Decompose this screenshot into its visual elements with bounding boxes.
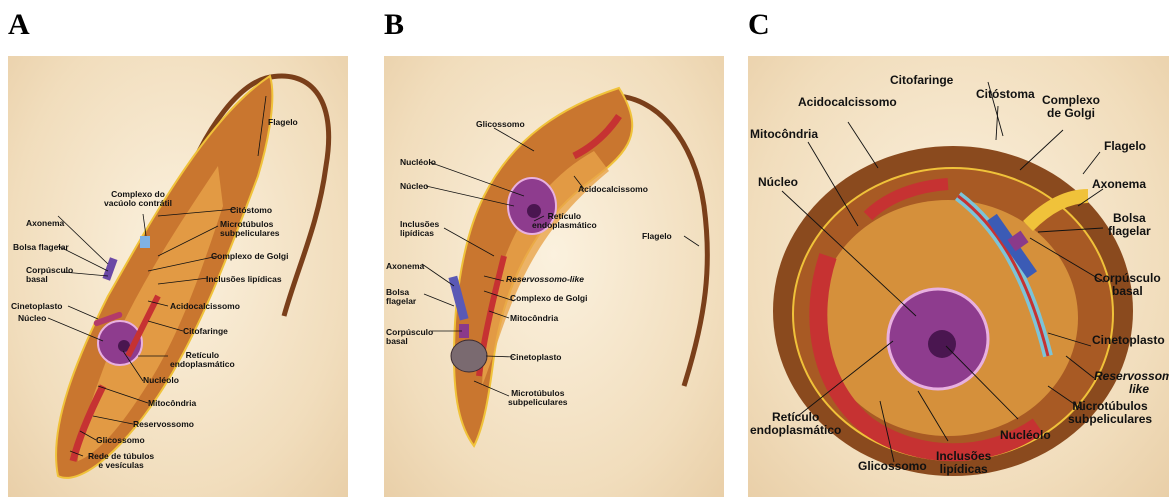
label-microtubulos-c: Microtúbulos subpeliculares bbox=[1068, 400, 1152, 425]
label-nucleo-b: Núcleo bbox=[400, 182, 428, 191]
label-inclusoes-lipidicas-b: Inclusões lipídicas bbox=[400, 220, 439, 238]
label-inclusoes-lipidicas-c: Inclusões lipídicas bbox=[936, 450, 991, 475]
label-axonema-c: Axonema bbox=[1092, 178, 1146, 191]
label-inclusoes-lipidicas: Inclusões lipídicas bbox=[206, 275, 282, 284]
label-citofaringe: Citofaringe bbox=[183, 327, 228, 336]
panel-c-amastigote: Citofaringe Citóstoma Complexo de Golgi … bbox=[748, 56, 1169, 497]
label-nucleo-c: Núcleo bbox=[758, 176, 798, 189]
label-reticulo-b: Retículo endoplasmático bbox=[532, 212, 597, 230]
label-axonema-b: Axonema bbox=[386, 262, 424, 271]
label-bolsa-flagelar-c: Bolsa flagelar bbox=[1108, 212, 1151, 237]
label-rede-tubulos: Rede de túbulos e vesículas bbox=[88, 452, 154, 470]
label-reticulo: Retículo endoplasmático bbox=[170, 351, 235, 369]
label-bolsa-flagelar: Bolsa flagelar bbox=[13, 243, 69, 252]
panel-b-trypomastigote: Glicossomo Nucléolo Núcleo Acidocalcisso… bbox=[384, 56, 724, 497]
label-corpusculo-basal-b: Corpúsculo basal bbox=[386, 328, 433, 346]
label-nucleolo-b: Nucléolo bbox=[400, 158, 436, 167]
label-acidocalcissomo-b: Acidocalcissomo bbox=[578, 185, 648, 194]
label-flagelo-c: Flagelo bbox=[1104, 140, 1146, 153]
label-citostomo: Citóstomo bbox=[230, 206, 272, 215]
label-flagelo-b: Flagelo bbox=[642, 232, 672, 241]
panel-letter-c: C bbox=[748, 8, 770, 42]
label-reservossomo: Reservossomo bbox=[133, 420, 194, 429]
label-mitocondria: Mitocôndria bbox=[148, 399, 196, 408]
label-cinetoplasto-c: Cinetoplasto bbox=[1092, 334, 1165, 347]
label-corpusculo-basal-c: Corpúsculo basal bbox=[1094, 272, 1161, 297]
label-flagelo: Flagelo bbox=[268, 118, 298, 127]
label-glicossomo: Glicossomo bbox=[96, 436, 145, 445]
label-complexo-vacuolo: Complexo do vacúolo contrátil bbox=[104, 190, 172, 208]
label-cinetoplasto: Cinetoplasto bbox=[11, 302, 62, 311]
label-citostoma-c: Citóstoma bbox=[976, 88, 1035, 101]
label-microtubulos-b: Microtúbulos subpeliculares bbox=[508, 389, 568, 407]
label-mitocondria-b: Mitocôndria bbox=[510, 314, 558, 323]
label-reservossomo-like-b: Reservossomo-like bbox=[506, 275, 584, 284]
label-nucleo: Núcleo bbox=[18, 314, 46, 323]
label-citofaringe-c: Citofaringe bbox=[890, 74, 953, 87]
label-microtubulos: Microtúbulos subpeliculares bbox=[220, 220, 280, 238]
panel-a-epimastigote: Flagelo Complexo do vacúolo contrátil Ci… bbox=[8, 56, 348, 497]
label-axonema: Axonema bbox=[26, 219, 64, 228]
panel-letter-b: B bbox=[384, 8, 404, 42]
label-bolsa-flagelar-b: Bolsa flagelar bbox=[386, 288, 416, 306]
panel-letter-a: A bbox=[8, 8, 30, 42]
label-glicossomo-c: Glicossomo bbox=[858, 460, 927, 473]
label-glicossomo-b: Glicossomo bbox=[476, 120, 525, 129]
label-corpusculo-basal: Corpúsculo basal bbox=[26, 266, 73, 284]
label-reticulo-c: Retículo endoplasmático bbox=[750, 411, 841, 436]
label-complexo-golgi-b: Complexo de Golgi bbox=[510, 294, 587, 303]
label-cinetoplasto-b: Cinetoplasto bbox=[510, 353, 561, 362]
label-nucleolo: Nucléolo bbox=[143, 376, 179, 385]
label-nucleolo-c: Nucléolo bbox=[1000, 429, 1051, 442]
label-complexo-golgi-c: Complexo de Golgi bbox=[1042, 94, 1100, 119]
label-acidocalcissomo: Acidocalcissomo bbox=[170, 302, 240, 311]
label-acidocalcissomo-c: Acidocalcissomo bbox=[798, 96, 897, 109]
label-complexo-golgi: Complexo de Golgi bbox=[211, 252, 288, 261]
label-mitocondria-c: Mitocôndria bbox=[750, 128, 818, 141]
label-reservossomo-like-c: Reservossomo- like bbox=[1094, 370, 1169, 395]
